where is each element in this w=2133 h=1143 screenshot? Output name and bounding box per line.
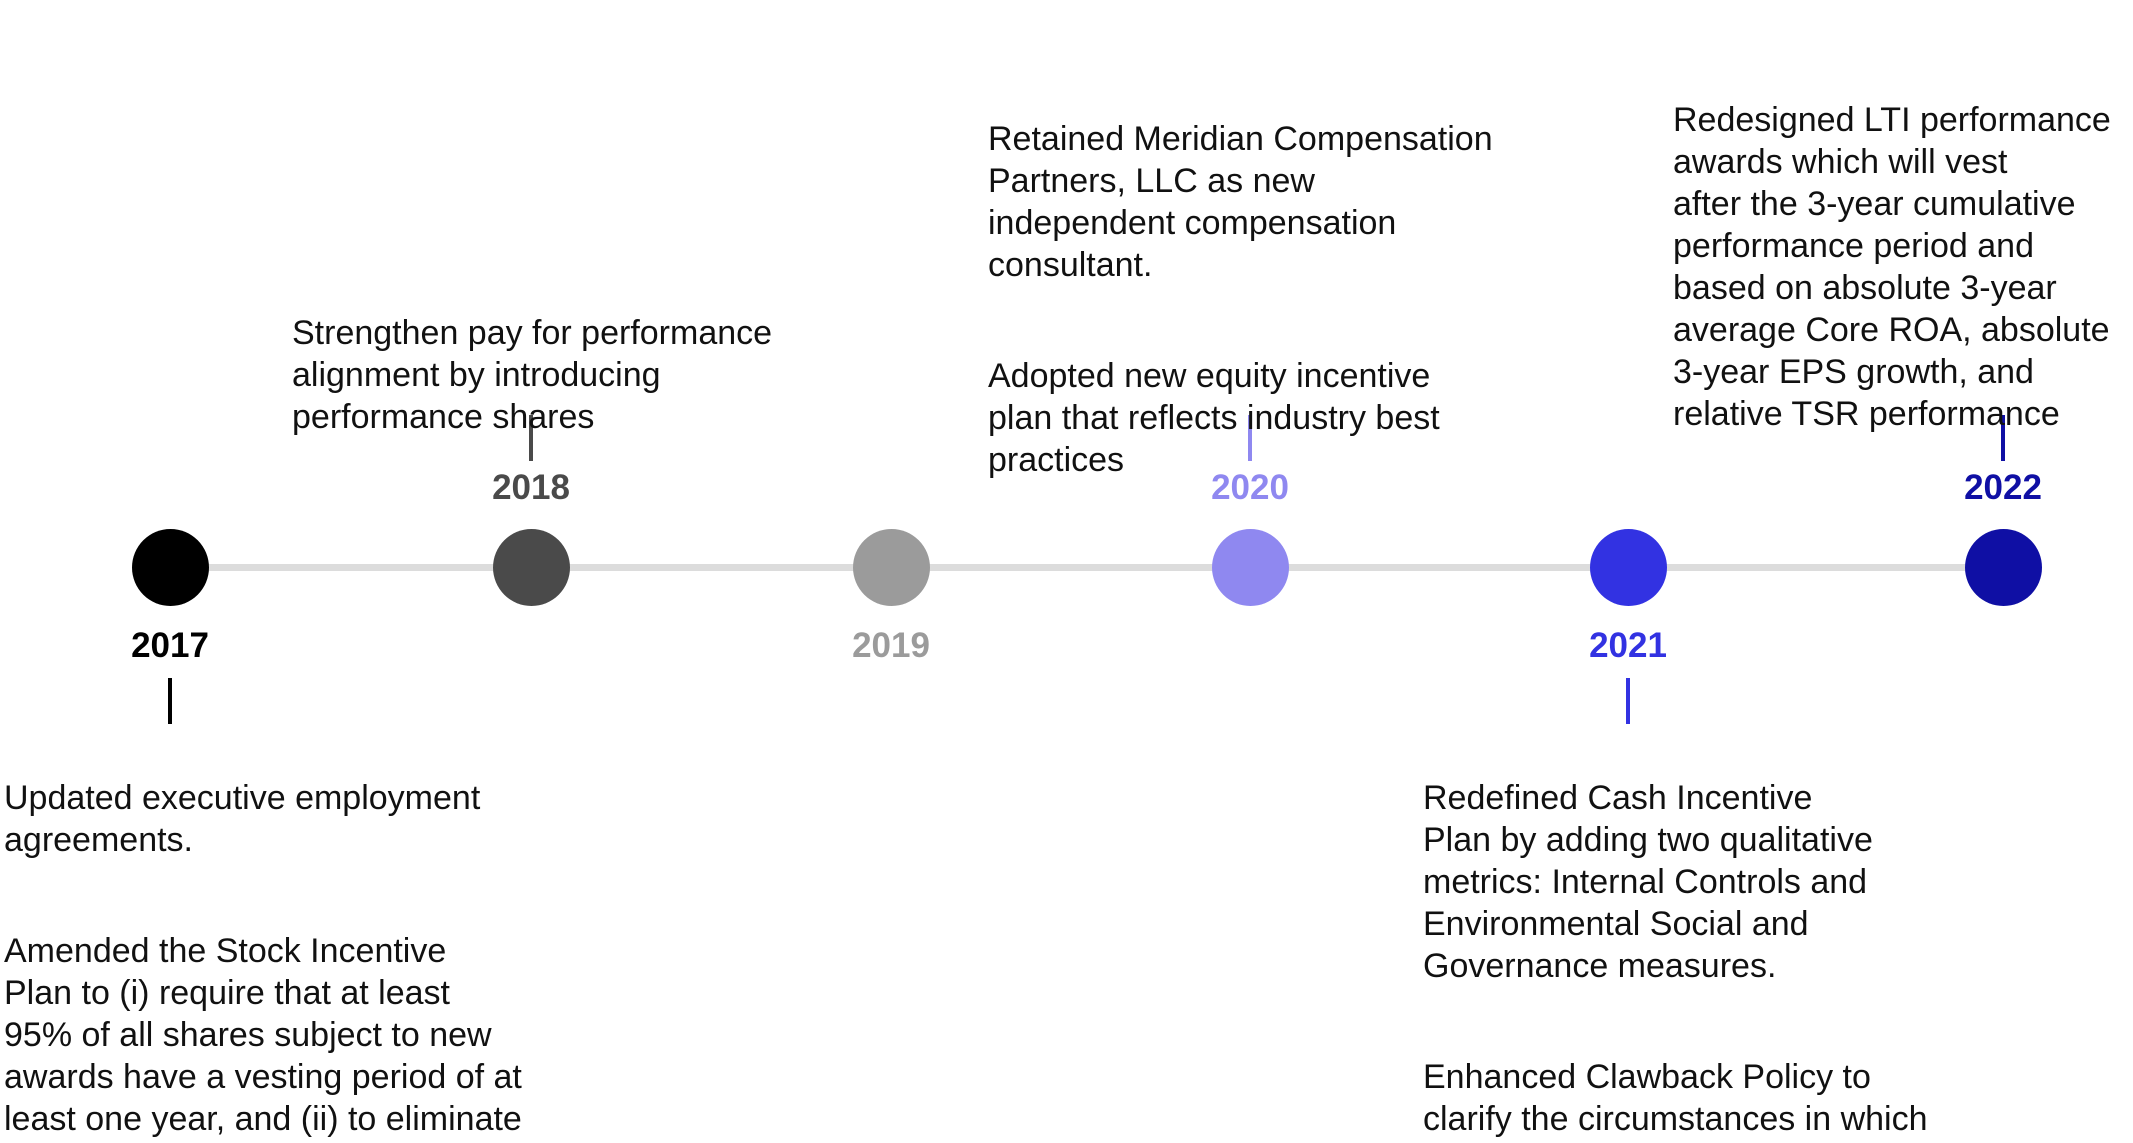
annotation-2017-paragraph-1: Updated executive employment agreements. [4,779,481,859]
year-label-2018: 2018 [492,468,570,507]
connector-tick-2017 [168,678,172,724]
year-label-2022: 2022 [1964,468,2042,507]
timeline-node-2020 [1212,529,1289,606]
annotation-2018: Strengthen pay for performance alignment… [292,270,772,480]
connector-tick-2021 [1626,678,1630,724]
annotation-2017-paragraph-2: Amended the Stock Incentive Plan to (i) … [4,932,522,1143]
connector-tick-2020 [1248,415,1252,461]
year-label-2021: 2021 [1589,626,1667,665]
timeline-node-2022 [1965,529,2042,606]
annotation-2020: Retained Meridian Compensation Partners,… [988,76,1493,523]
timeline-node-2018 [493,529,570,606]
annotation-2020-paragraph-2: Adopted new equity incentive plan that r… [988,357,1440,479]
annotation-2018-paragraph-1: Strengthen pay for performance alignment… [292,314,773,436]
annotation-2021-paragraph-2: Enhanced Clawback Policy to clarify the … [1423,1058,1928,1143]
year-label-2019: 2019 [852,626,930,665]
timeline-node-2019 [853,529,930,606]
connector-tick-2022 [2001,415,2005,461]
year-label-2020: 2020 [1211,468,1289,507]
timeline-axis-line [170,564,2004,571]
timeline-node-2017 [132,529,209,606]
timeline-node-2021 [1590,529,1667,606]
annotation-2022: Redesigned LTI performance awards which … [1673,57,2111,477]
year-label-2017: 2017 [131,626,209,665]
annotation-2022-paragraph-1: Redesigned LTI performance awards which … [1673,101,2111,433]
annotation-2021-paragraph-1: Redefined Cash Incentive Plan by adding … [1423,779,1873,985]
annotation-2021: Redefined Cash Incentive Plan by adding … [1423,735,1928,1143]
annotation-2017: Updated executive employment agreements.… [4,735,522,1143]
connector-tick-2018 [529,415,533,461]
annotation-2020-paragraph-1: Retained Meridian Compensation Partners,… [988,120,1493,284]
